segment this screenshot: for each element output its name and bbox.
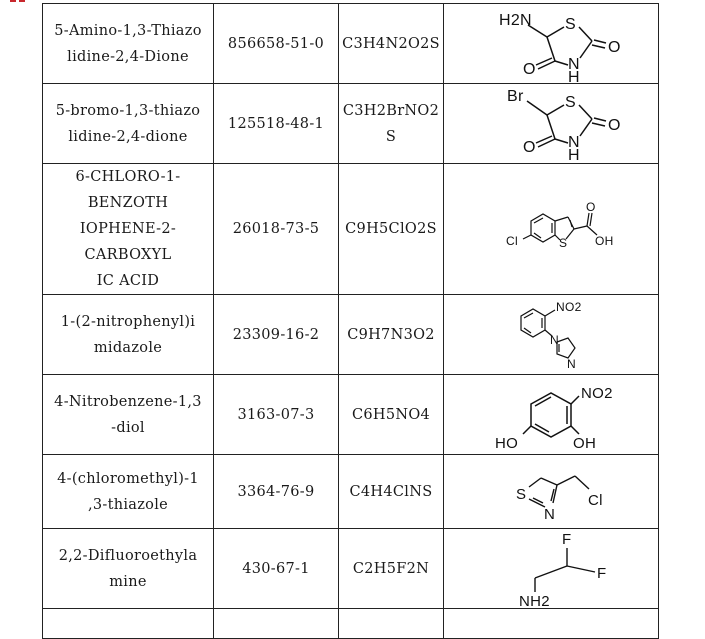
ring-nitrogen-label: N bbox=[568, 56, 580, 73]
fluorine-top-label: F bbox=[562, 531, 571, 548]
cas-number-cell: 23309-16-2 bbox=[213, 294, 339, 375]
structure-chloro-benzothiophene-carboxylic-acid: Cl S O OH bbox=[506, 200, 614, 250]
table-row: 4-Nitrobenzene-1,3-diol 3163-07-3 C6H5NO… bbox=[42, 374, 659, 455]
amine-label: NH2 bbox=[519, 593, 550, 608]
imidazole-nitrogen-1-label: N bbox=[550, 333, 559, 347]
carbonyl-oxygen-label: O bbox=[586, 200, 596, 214]
ring-nitrogen-label: N bbox=[568, 134, 580, 151]
structure-5-bromo-thiazolidinedione: Br S O O N H bbox=[507, 88, 621, 163]
structure-cell: Br S O O N H bbox=[443, 83, 659, 164]
structure-5-amino-thiazolidinedione: H2N S O O N H bbox=[499, 12, 621, 83]
substituent-label: Br bbox=[507, 88, 524, 105]
formula-cell: C4H4ClNS bbox=[338, 454, 444, 529]
structure-nitrophenyl-imidazole: NO2 N N bbox=[520, 300, 582, 371]
thiazole-sulfur-label: S bbox=[516, 486, 526, 503]
carbonyl-oxygen-right-label: O bbox=[608, 39, 621, 56]
structure-chloromethyl-thiazole: S N Cl bbox=[516, 474, 603, 523]
formula-cell: C6H5NO4 bbox=[338, 374, 444, 455]
fluorine-right-label: F bbox=[597, 565, 606, 582]
hydroxyl-label: OH bbox=[595, 234, 614, 248]
cas-number-cell: 3163-07-3 bbox=[213, 374, 339, 455]
nitro-group-label: NO2 bbox=[581, 385, 613, 402]
table-row bbox=[42, 608, 659, 639]
structure-cell: NO2 HO OH bbox=[443, 374, 659, 455]
chlorine-label: Cl bbox=[506, 234, 518, 248]
structure-cell: S N Cl bbox=[443, 454, 659, 529]
compound-name-cell: 4-Nitrobenzene-1,3-diol bbox=[42, 374, 214, 455]
formula-cell: C9H5ClO2S bbox=[338, 163, 444, 295]
ring-sulfur-label: S bbox=[565, 16, 576, 33]
carbonyl-oxygen-left-label: O bbox=[523, 139, 536, 156]
cas-number-cell: 3364-76-9 bbox=[213, 454, 339, 529]
formula-cell: C3H4N2O2S bbox=[338, 3, 444, 84]
structure-cell: F F NH2 bbox=[443, 528, 659, 609]
cas-number-cell: 430-67-1 bbox=[213, 528, 339, 609]
substituent-label: H2N bbox=[499, 12, 532, 29]
carbonyl-oxygen-left-label: O bbox=[523, 61, 536, 78]
hydroxyl-right-label: OH bbox=[573, 435, 596, 452]
structure-cell: NO2 N N bbox=[443, 294, 659, 375]
structure-cell: Cl S O OH bbox=[443, 163, 659, 295]
ring-sulfur-label: S bbox=[565, 94, 576, 111]
thiophene-sulfur-label: S bbox=[559, 236, 567, 250]
cas-number-cell: 856658-51-0 bbox=[213, 3, 339, 84]
imidazole-nitrogen-3-label: N bbox=[567, 357, 576, 371]
chlorine-label: Cl bbox=[588, 492, 603, 509]
compound-name-cell: 4-(chloromethyl)-1,3-thiazole bbox=[42, 454, 214, 529]
ring-hydrogen-label: H bbox=[568, 147, 580, 163]
formula-cell: C9H7N3O2 bbox=[338, 294, 444, 375]
hydroxyl-left-label: HO bbox=[495, 435, 518, 452]
red-header-fragment bbox=[10, 0, 25, 2]
structure-nitroresorcinol: NO2 HO OH bbox=[495, 385, 613, 452]
thiazole-nitrogen-label: N bbox=[544, 506, 555, 523]
structure-difluoroethylamine: F F NH2 bbox=[519, 531, 606, 608]
table-row: 4-(chloromethyl)-1,3-thiazole 3364-76-9 … bbox=[42, 454, 659, 529]
cas-number-cell: 125518-48-1 bbox=[213, 83, 339, 164]
structure-cell: H2N S O O N H bbox=[443, 3, 659, 84]
ring-hydrogen-label: H bbox=[568, 69, 580, 83]
nitro-group-label: NO2 bbox=[556, 300, 582, 314]
formula-cell: C2H5F2N bbox=[338, 528, 444, 609]
carbonyl-oxygen-right-label: O bbox=[608, 117, 621, 134]
cas-number-cell: 26018-73-5 bbox=[213, 163, 339, 295]
